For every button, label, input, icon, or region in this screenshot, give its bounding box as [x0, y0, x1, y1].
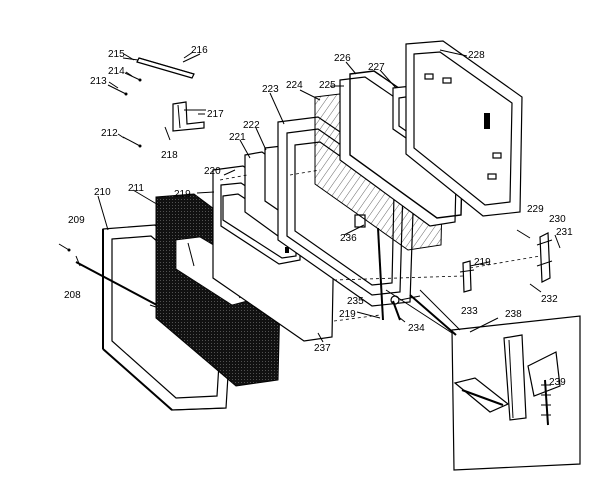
door-back-panel: [405, 40, 523, 217]
callout-220: 220: [204, 166, 221, 177]
callout-224: 224: [286, 80, 303, 91]
screw-part-229: [516, 229, 531, 239]
callout-232: 232: [541, 294, 558, 305]
screw-part-213: [107, 84, 128, 96]
callout-235: 235: [347, 296, 364, 307]
glass-pane-226: [349, 70, 464, 219]
glass-pane-225: [339, 76, 458, 227]
hinge-detail-inset: [385, 289, 581, 471]
callout-223: 223: [262, 84, 279, 95]
callout-236: 236: [340, 233, 357, 244]
callout-209: 209: [68, 215, 85, 226]
callout-234: 234: [408, 323, 425, 334]
inner-door-panel: [212, 165, 335, 342]
screw-part-212: [122, 136, 142, 148]
callout-239: 239: [549, 377, 566, 388]
hinge-bracket-230: [536, 232, 553, 283]
callout-230: 230: [549, 214, 566, 225]
callout-219-c: 219: [339, 309, 356, 320]
callout-215: 215: [108, 49, 125, 60]
callout-219-a: 219: [174, 189, 191, 200]
callout-226: 226: [334, 53, 351, 64]
callout-212: 212: [101, 128, 118, 139]
callout-219-b: 219: [474, 257, 491, 268]
hinge-part-233: [459, 260, 475, 293]
callout-221: 221: [229, 132, 246, 143]
callout-208: 208: [64, 290, 81, 301]
callout-225: 225: [319, 80, 336, 91]
callout-210: 210: [94, 187, 111, 198]
callout-216: 216: [191, 45, 208, 56]
callout-231: 231: [556, 227, 573, 238]
callout-238: 238: [505, 309, 522, 320]
bracket-part-217: [172, 101, 206, 132]
callout-222: 222: [243, 120, 260, 131]
callout-211: 211: [128, 183, 144, 194]
callout-leaders: [97, 49, 499, 343]
callout-237: 237: [314, 343, 331, 354]
handle-bar-part: [122, 53, 201, 79]
callout-218: 218: [161, 150, 178, 161]
callout-213: 213: [90, 76, 107, 87]
screw-part-214: [124, 72, 142, 82]
callout-214: 214: [108, 66, 125, 77]
screw-part-231: [554, 234, 561, 249]
callout-229: 229: [527, 204, 544, 215]
screw-part-218: [164, 126, 171, 141]
hinge-pin-235: [390, 295, 401, 321]
screw-part-209: [58, 243, 71, 252]
callout-217: 217: [207, 109, 224, 120]
screw-part-232: [529, 283, 542, 293]
callout-228: 228: [468, 50, 485, 61]
callout-227: 227: [368, 62, 385, 73]
callout-labels: 215 216 213 214 217 212 218 220 221 222 …: [64, 45, 573, 388]
callout-233: 233: [461, 306, 478, 317]
